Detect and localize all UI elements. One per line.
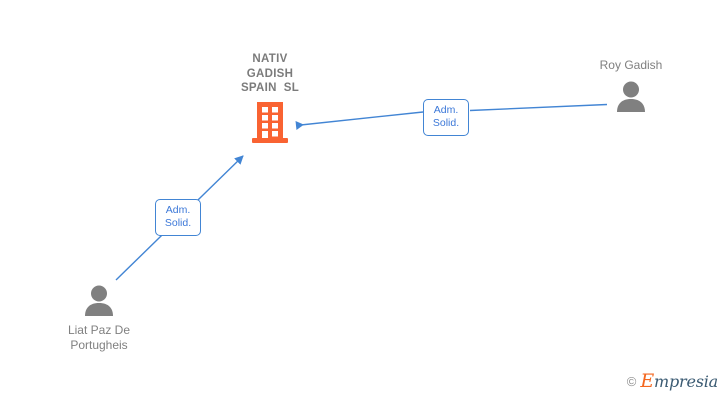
person-name: Liat Paz De Portugheis bbox=[67, 323, 131, 352]
brand-logo: Empresia bbox=[640, 370, 718, 392]
office-building-icon bbox=[252, 101, 288, 143]
person-icon-wrap bbox=[24, 284, 174, 316]
person-avatar-icon bbox=[85, 285, 113, 316]
edge-roy-to-label bbox=[469, 103, 608, 112]
relation-label-liat-paz-de-portugheis[interactable]: Adm. Solid. bbox=[155, 199, 201, 236]
person-node-liat-paz-de-portugheis[interactable]: Liat Paz De Portugheis bbox=[24, 284, 174, 353]
person-node-roy-gadish[interactable]: Roy Gadish bbox=[556, 58, 706, 112]
person-icon-wrap bbox=[556, 80, 706, 112]
brand-rest: mpresia bbox=[654, 372, 718, 391]
watermark: © Empresia bbox=[627, 370, 718, 392]
company-icon-wrap bbox=[206, 101, 334, 145]
copyright-icon: © bbox=[626, 373, 637, 389]
brand-initial: E bbox=[640, 370, 654, 392]
relation-label-roy-gadish[interactable]: Adm. Solid. bbox=[423, 99, 469, 136]
person-avatar-icon bbox=[617, 81, 645, 112]
person-name: Roy Gadish bbox=[599, 58, 663, 72]
company-title: NATIV GADISH SPAIN SL bbox=[240, 53, 300, 94]
edge-label-to-company-right bbox=[295, 111, 424, 130]
company-node[interactable]: NATIV GADISH SPAIN SL bbox=[206, 52, 334, 145]
